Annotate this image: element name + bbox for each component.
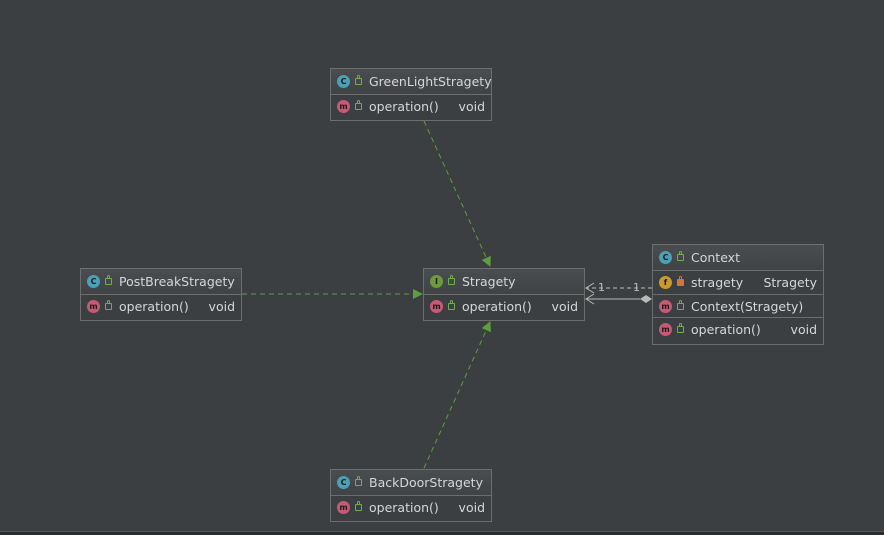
constructor-row[interactable]: m Context(Stragety): [653, 294, 823, 317]
realization-line-green-light[interactable]: [423, 120, 491, 267]
class-header[interactable]: C GreenLightStragety: [331, 69, 492, 95]
private-lock-icon: [677, 276, 684, 286]
interface-stragety[interactable]: I Stragety m operation() void: [423, 268, 585, 321]
class-header[interactable]: C PostBreakStragety: [81, 269, 241, 295]
public-icon: [677, 251, 684, 261]
class-icon: C: [87, 275, 100, 288]
public-icon: [105, 275, 112, 285]
multiplicity-right: 1: [633, 281, 640, 294]
public-icon: [448, 275, 455, 285]
aggregation-arrowhead: [585, 293, 595, 305]
method-name: operation(): [119, 299, 189, 314]
class-icon: C: [659, 251, 672, 264]
method-icon: m: [337, 100, 350, 113]
aggregation-diamond: [640, 295, 652, 303]
class-name: BackDoorStragety: [369, 475, 483, 490]
public-icon: [355, 75, 362, 85]
method-row[interactable]: m operation() void: [81, 295, 241, 318]
method-name: operation(): [691, 321, 761, 337]
method-name: operation(): [369, 99, 439, 114]
class-icon: C: [337, 476, 350, 489]
interface-header[interactable]: I Stragety: [424, 269, 584, 295]
method-name: operation(): [462, 299, 532, 314]
field-name: stragety: [691, 275, 744, 290]
field-type: Stragety: [763, 275, 817, 290]
multiplicity-left: 1: [598, 281, 605, 294]
class-green-light-stragety[interactable]: C GreenLightStragety m operation() void: [330, 68, 492, 121]
method-type: void: [208, 299, 235, 314]
method-type: void: [790, 321, 817, 337]
method-type: void: [551, 299, 578, 314]
method-icon: m: [659, 299, 672, 313]
public-icon: [677, 299, 684, 310]
constructor-name: Context(Stragety): [691, 298, 804, 314]
class-name: Context: [691, 250, 740, 265]
class-context[interactable]: C Context f stragety Stragety m Context(…: [652, 244, 824, 345]
method-icon: m: [87, 300, 100, 313]
method-type: void: [458, 99, 485, 114]
class-header[interactable]: C BackDoorStragety: [331, 470, 491, 496]
public-icon: [355, 501, 362, 511]
method-icon: m: [659, 322, 672, 336]
field-row[interactable]: f stragety Stragety: [653, 271, 823, 294]
class-back-door-stragety[interactable]: C BackDoorStragety m operation() void: [330, 469, 492, 522]
public-icon: [448, 300, 455, 310]
field-icon: f: [659, 276, 672, 289]
method-icon: m: [337, 501, 350, 514]
public-icon: [355, 100, 362, 110]
bottom-border: [0, 531, 884, 535]
class-name: GreenLightStragety: [369, 74, 492, 89]
method-row[interactable]: m operation() void: [331, 496, 491, 519]
method-row[interactable]: m operation() void: [424, 295, 584, 318]
method-row[interactable]: m operation() void: [331, 95, 491, 118]
public-icon: [105, 300, 112, 310]
interface-icon: I: [430, 275, 443, 288]
method-name: operation(): [369, 500, 439, 515]
class-name: PostBreakStragety: [119, 274, 235, 289]
class-icon: C: [337, 75, 350, 88]
method-icon: m: [430, 300, 443, 313]
method-type: void: [458, 500, 485, 515]
public-icon: [355, 476, 362, 486]
method-row[interactable]: m operation() void: [653, 317, 823, 340]
realization-line-back-door[interactable]: [423, 321, 491, 469]
dependency-arrowhead: [585, 282, 595, 294]
public-icon: [677, 322, 684, 333]
class-header[interactable]: C Context: [653, 245, 823, 271]
class-post-break-stragety[interactable]: C PostBreakStragety m operation() void: [80, 268, 242, 321]
interface-name: Stragety: [462, 274, 516, 289]
